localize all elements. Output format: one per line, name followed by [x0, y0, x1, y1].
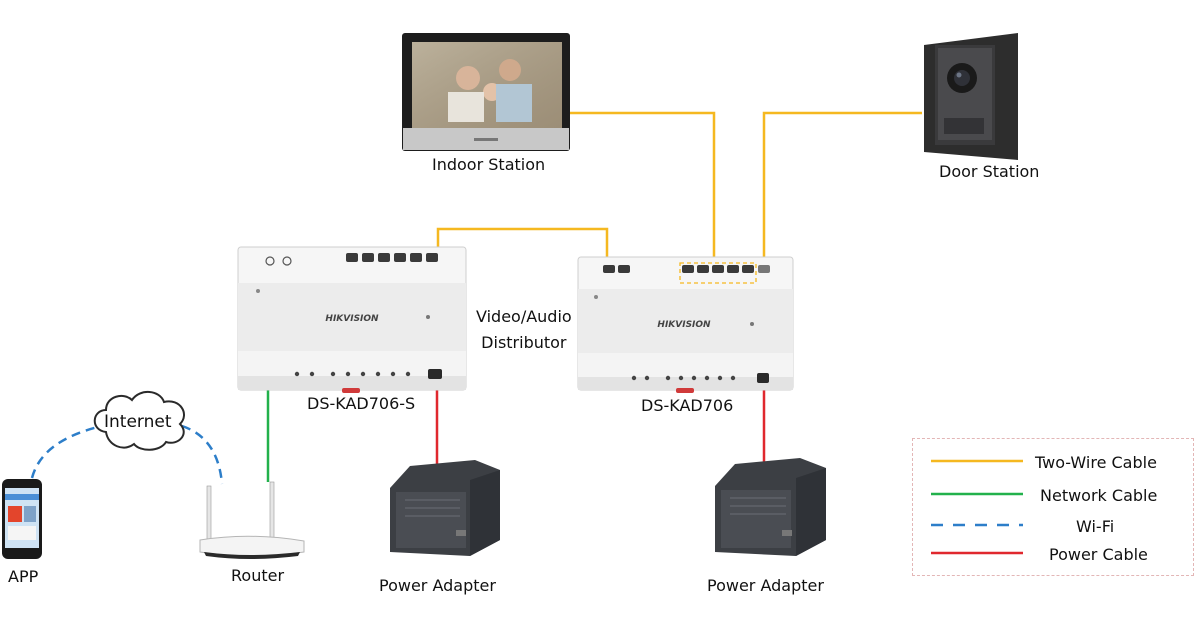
- power-adapter-1: [390, 460, 500, 556]
- legend-label-wifi: Wi-Fi: [1076, 517, 1115, 536]
- brand-label-2: HIKVISION: [657, 320, 711, 330]
- legend-swatches: [931, 459, 1023, 555]
- wifi-link-app: [30, 424, 103, 479]
- internet-label: Internet: [104, 412, 172, 432]
- phone-app: [2, 479, 42, 559]
- distributor-title: Video/Audio Distributor: [476, 307, 572, 352]
- legend-label-network: Network Cable: [1040, 486, 1158, 505]
- model-label-ds-kad706-s: DS-KAD706-S: [307, 394, 416, 413]
- power-adapter-label-2: Power Adapter: [707, 576, 824, 595]
- brand-label-1: HIKVISION: [325, 314, 379, 324]
- two-wire-cable-indoor: [568, 111, 716, 262]
- router: [199, 481, 305, 559]
- door-station-panel: [924, 33, 1018, 160]
- power-adapter-2: [715, 458, 826, 556]
- distributor-ds-kad706-s: [237, 246, 467, 393]
- two-wire-cable-door: [762, 111, 922, 262]
- legend: Two-Wire Cable Network Cable Wi-Fi Power…: [912, 438, 1194, 576]
- app-label: APP: [8, 567, 39, 586]
- model-label-ds-kad706: DS-KAD706: [641, 396, 734, 415]
- indoor-station-monitor: [402, 33, 570, 151]
- internet-cloud: [93, 391, 185, 451]
- door-station-label: Door Station: [939, 162, 1040, 181]
- power-adapter-label-1: Power Adapter: [379, 576, 496, 595]
- two-wire-cable-link: [436, 227, 609, 262]
- wifi-link-router: [181, 424, 224, 485]
- router-label: Router: [231, 566, 285, 585]
- legend-label-power: Power Cable: [1049, 545, 1148, 564]
- indoor-station-label: Indoor Station: [432, 155, 546, 174]
- distributor-ds-kad706: [577, 256, 794, 393]
- legend-label-two-wire: Two-Wire Cable: [1035, 453, 1157, 472]
